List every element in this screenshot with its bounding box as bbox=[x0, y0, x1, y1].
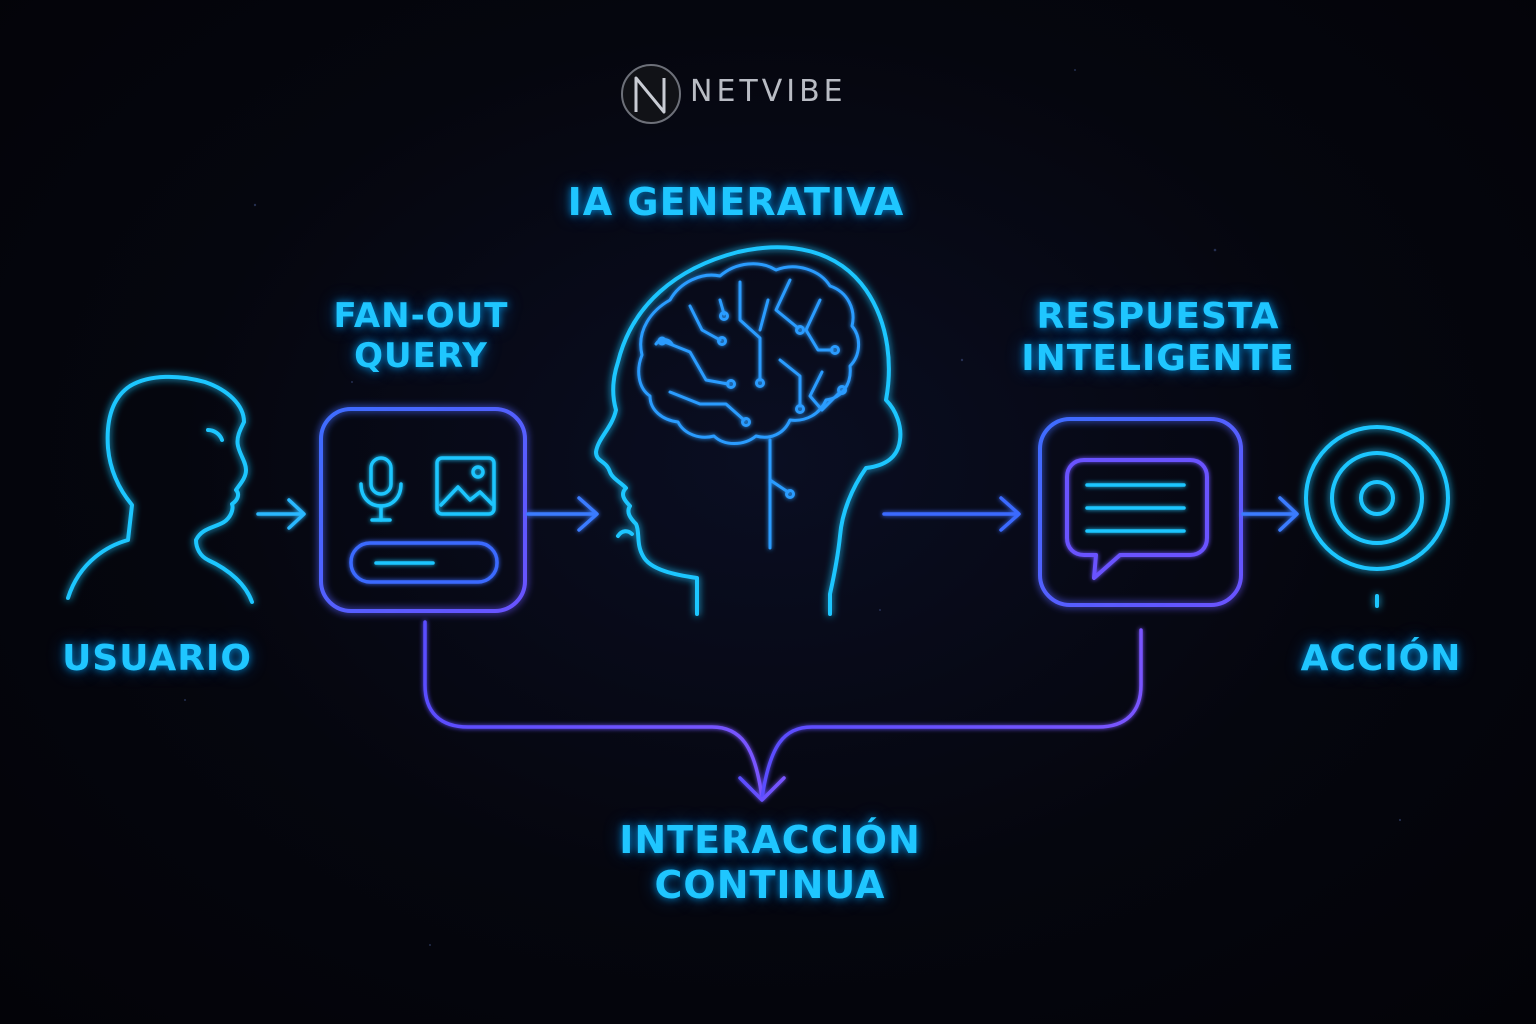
brand-name: NETVIBE bbox=[690, 74, 847, 109]
arrow-usuario-to-fanout bbox=[256, 498, 306, 530]
target-icon bbox=[1304, 425, 1450, 608]
arrow-respuesta-to-accion bbox=[1241, 496, 1299, 532]
accion-label: ACCIÓN bbox=[1286, 638, 1476, 680]
fanout-query-label: FAN-OUT QUERY bbox=[310, 296, 532, 376]
microphone-icon bbox=[359, 456, 403, 522]
brain-head-icon bbox=[594, 245, 903, 616]
netvibe-logo-mark bbox=[621, 64, 681, 124]
brand: NETVIBE bbox=[618, 64, 878, 124]
continuous-interaction-loop bbox=[423, 620, 1143, 802]
respuesta-line2: INTELIGENTE bbox=[1021, 338, 1295, 380]
chat-bubble-icon bbox=[1065, 458, 1209, 580]
respuesta-line1: RESPUESTA bbox=[1036, 296, 1280, 337]
ia-generativa-label: IA GENERATIVA bbox=[560, 180, 912, 225]
usuario-text: USUARIO bbox=[62, 638, 252, 679]
text-bar-icon bbox=[349, 541, 499, 584]
brain-circuit-icon bbox=[637, 262, 860, 550]
ia-generativa-text: IA GENERATIVA bbox=[567, 180, 905, 224]
accion-text: ACCIÓN bbox=[1300, 638, 1462, 679]
interaccion-line2: CONTINUA bbox=[654, 862, 886, 907]
fanout-query-box bbox=[319, 407, 527, 613]
usuario-label: USUARIO bbox=[44, 638, 270, 680]
interaccion-line1: INTERACCIÓN bbox=[619, 818, 921, 862]
respuesta-label: RESPUESTA INTELIGENTE bbox=[1010, 296, 1306, 381]
respuesta-box bbox=[1038, 417, 1243, 607]
background-stars bbox=[184, 69, 1402, 946]
fanout-line2: QUERY bbox=[354, 336, 488, 377]
interaccion-label: INTERACCIÓN CONTINUA bbox=[588, 818, 952, 908]
person-icon bbox=[66, 374, 254, 604]
fanout-line1: FAN-OUT bbox=[333, 296, 509, 336]
image-icon bbox=[435, 456, 496, 516]
arrow-fanout-to-ia bbox=[526, 496, 599, 532]
arrow-ia-to-respuesta bbox=[882, 496, 1021, 532]
